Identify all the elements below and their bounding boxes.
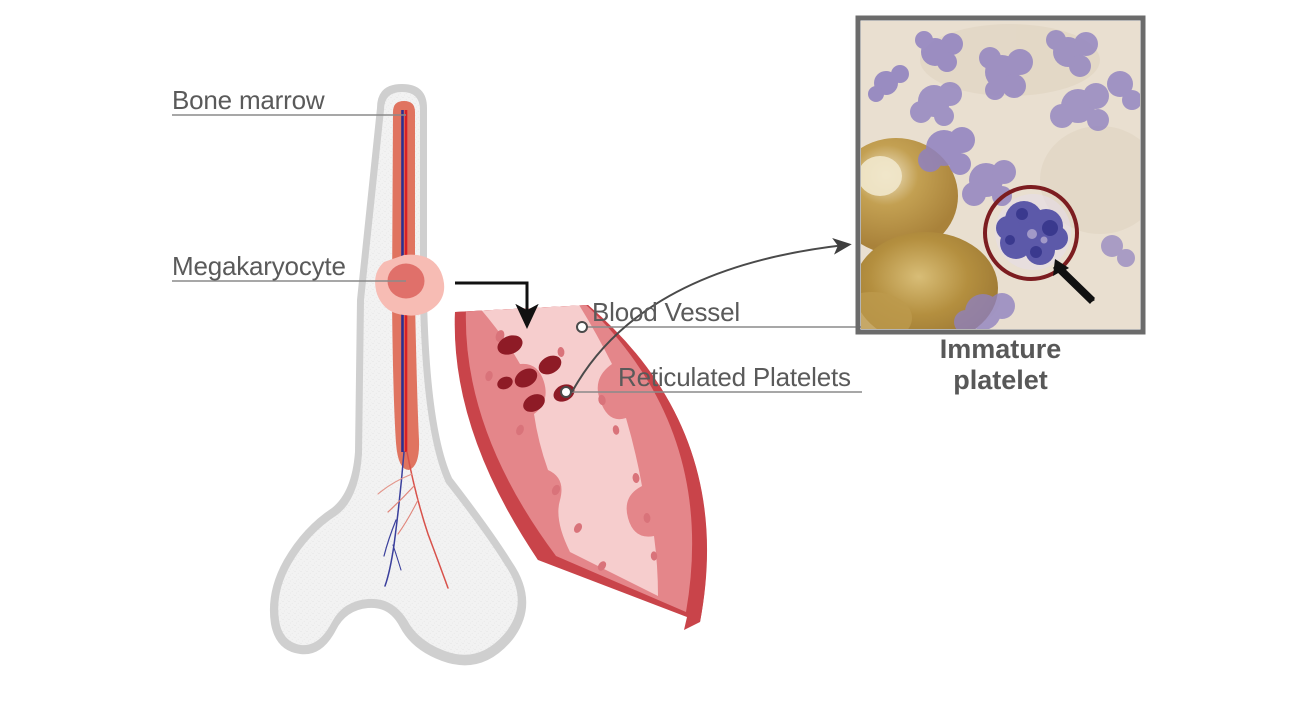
label-megakaryocyte: Megakaryocyte <box>172 251 346 281</box>
platelet <box>523 394 545 412</box>
endothelial-nuclei <box>485 330 658 571</box>
vessel-lumen <box>478 305 658 596</box>
micrograph-caption-line1: Immature <box>939 334 1062 364</box>
platelet <box>497 335 523 355</box>
leader-endpoint-markers <box>560 321 588 398</box>
elbow-arrow <box>455 281 539 329</box>
circle-annotation <box>983 185 1079 281</box>
femur-bone <box>269 84 527 666</box>
platelet <box>538 355 562 375</box>
blood-vessel <box>454 305 708 630</box>
leader-lines <box>172 114 862 393</box>
micrograph-caption: Immature platelet <box>858 334 1143 397</box>
platelet-clusters <box>868 30 1140 329</box>
label-bone-marrow: Bone marrow <box>172 85 325 115</box>
micrograph-image[interactable] <box>832 15 1160 344</box>
micrograph-caption-line2: platelet <box>953 365 1048 396</box>
micrograph-border <box>855 15 1146 335</box>
pointer-arrow-icon <box>1053 259 1095 304</box>
label-blood-vessel: Blood Vessel <box>592 297 740 327</box>
endpoint-reticulated-platelets <box>560 386 572 398</box>
megakaryocyte-cell <box>375 254 445 316</box>
platelet <box>497 376 513 390</box>
platelet <box>514 368 538 388</box>
label-reticulated-platelets: Reticulated Platelets <box>618 362 851 392</box>
endpoint-blood-vessel <box>576 321 588 333</box>
immature-platelet <box>995 194 1071 270</box>
marrow-vessel-branches <box>377 451 449 589</box>
curved-arrow-to-micrograph <box>571 237 852 393</box>
